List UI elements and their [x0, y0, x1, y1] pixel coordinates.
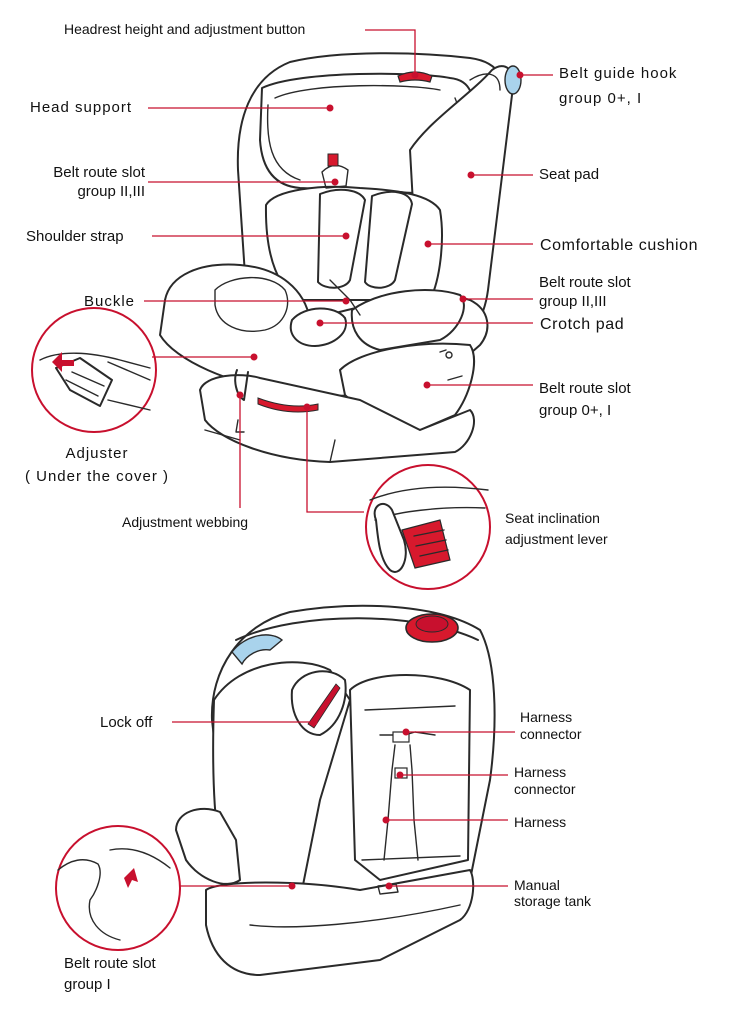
rear-seat-drawing: [175, 604, 496, 976]
belt-route-23-right-line1: Belt route slot: [539, 274, 631, 291]
label-harness: Harness: [514, 814, 567, 830]
label-comfortable-cushion: Comfortable cushion: [540, 237, 699, 254]
label-belt-route-23-right: Belt route slot group II,III: [539, 273, 631, 311]
harness-connector-1-line2: connector: [520, 726, 582, 742]
harness-connector-1-line1: Harness: [520, 709, 573, 725]
storage-tank-line2: storage tank: [514, 893, 592, 909]
storage-tank-line1: Manual: [514, 877, 560, 893]
label-shoulder-strap: Shoulder strap: [26, 228, 124, 245]
label-belt-route-group1: Belt route slot group I: [64, 953, 156, 995]
label-belt-route-23-left: Belt route slot group II,III: [20, 163, 145, 201]
leader-lines: [144, 29, 553, 890]
adjuster-line2: ( Under the cover ): [24, 468, 170, 485]
belt-route-23-left-line2: group II,III: [77, 183, 145, 200]
label-buckle: Buckle: [84, 293, 136, 310]
label-belt-guide-hook: Belt guide hook group 0+, I: [559, 64, 677, 108]
label-head-support: Head support: [30, 99, 133, 116]
label-harness-connector-2: Harness connector: [514, 764, 575, 798]
belt-route-group1-line1: Belt route slot: [64, 955, 156, 972]
label-seat-pad: Seat pad: [539, 166, 600, 183]
belt-route-0-line1: Belt route slot: [539, 380, 631, 397]
harness-connector-2-line1: Harness: [514, 764, 567, 780]
belt-route-group1-line2: group I: [64, 976, 111, 993]
inclination-inset: [365, 464, 491, 590]
belt-guide-hook-line2: group 0+, I: [559, 90, 643, 107]
label-seat-inclination: Seat inclination adjustment lever: [505, 509, 608, 548]
belt-route-0-line2: group 0+, I: [539, 402, 612, 419]
label-storage-tank: Manual storage tank: [514, 877, 591, 909]
label-adjuster: Adjuster ( Under the cover ): [4, 442, 190, 488]
adjuster-line1: Adjuster: [65, 445, 129, 462]
belt-guide-hook-line1: Belt guide hook: [559, 65, 678, 82]
label-belt-route-0: Belt route slot group 0+, I: [539, 379, 631, 420]
label-harness-connector-1: Harness connector: [520, 709, 581, 743]
label-lock-off: Lock off: [100, 714, 153, 731]
harness-connector-2-line2: connector: [514, 781, 576, 797]
front-seat-drawing: [159, 52, 522, 463]
seat-inclination-line1: Seat inclination: [505, 510, 600, 526]
label-headrest-button: Headrest height and adjustment button: [64, 21, 306, 37]
adjuster-inset: [31, 307, 157, 433]
label-crotch-pad: Crotch pad: [540, 316, 625, 333]
belt-route-group1-inset: [55, 825, 181, 951]
belt-route-23-left-line1: Belt route slot: [53, 164, 145, 181]
belt-route-23-right-line2: group II,III: [539, 293, 607, 310]
label-adjustment-webbing: Adjustment webbing: [122, 514, 249, 530]
seat-inclination-line2: adjustment lever: [505, 531, 608, 547]
